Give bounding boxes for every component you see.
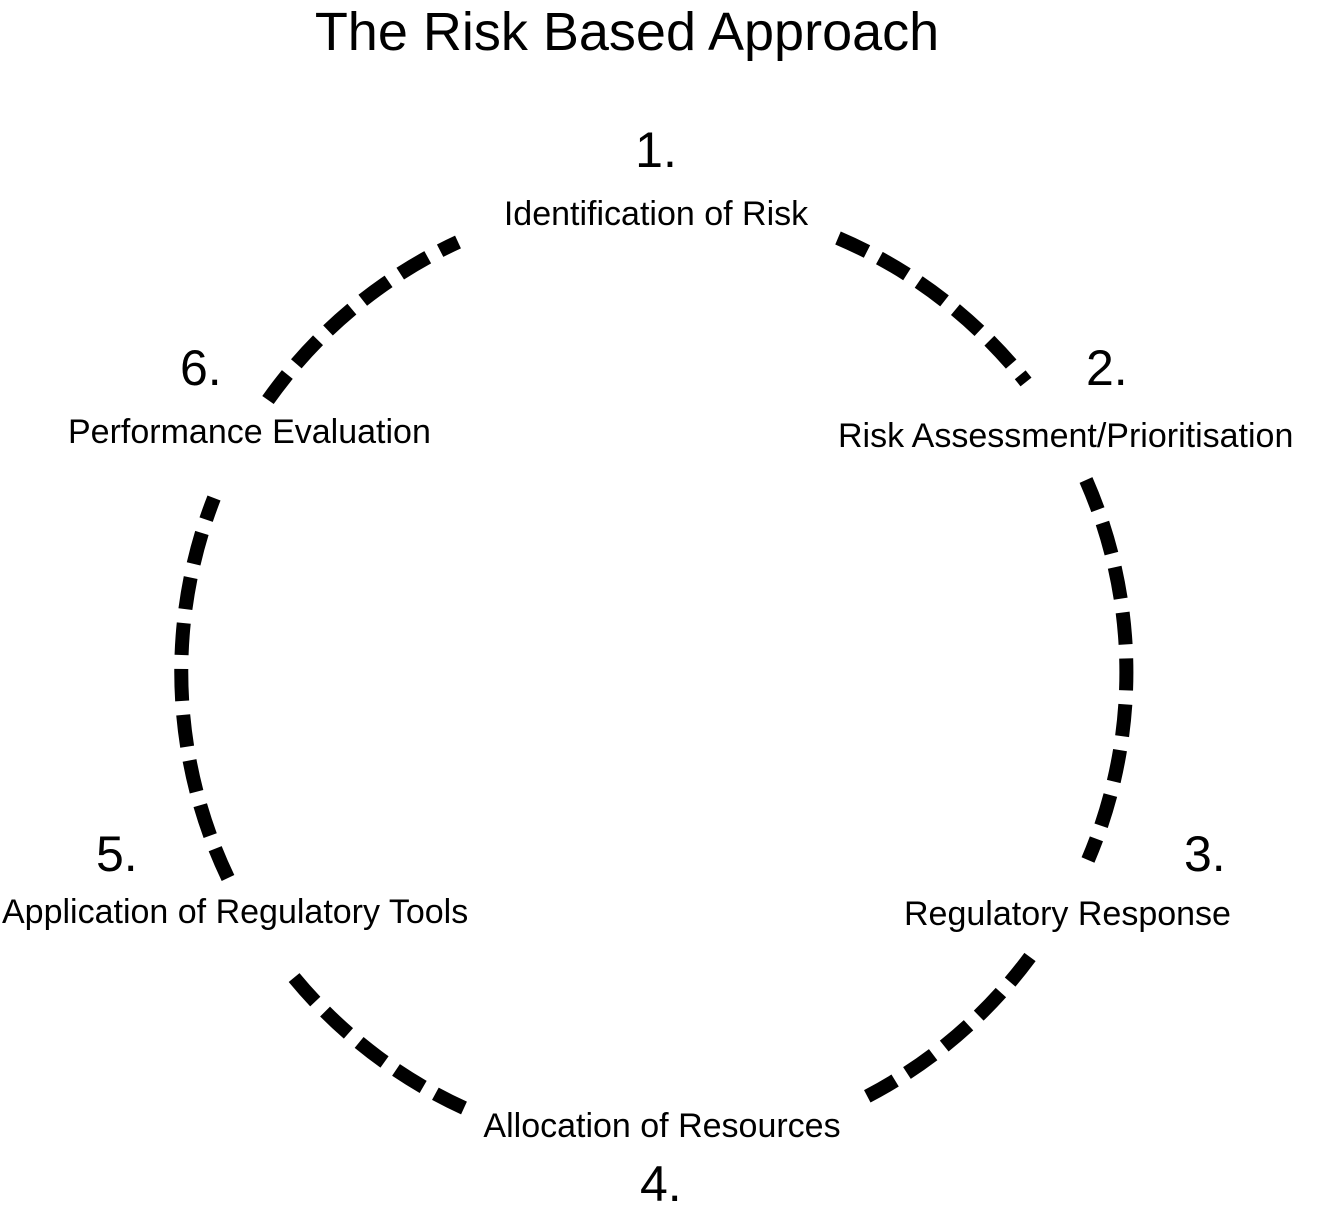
- step-number: 1.: [635, 122, 677, 178]
- arc-assessment-to-response: [1079, 477, 1134, 863]
- step-label: Application of Regulatory Tools: [2, 893, 469, 931]
- step-performance-evaluation: 6. Performance Evaluation: [60, 340, 480, 452]
- step-risk-assessment: 2. Risk Assessment/Prioritisation: [838, 340, 1318, 456]
- arc-allocation-to-tools: [282, 965, 467, 1115]
- step-number: 5.: [96, 826, 138, 882]
- step-label: Performance Evaluation: [68, 413, 431, 451]
- step-label: Regulatory Response: [904, 895, 1231, 933]
- step-number: 3.: [1184, 826, 1226, 882]
- step-number: 4.: [640, 1156, 682, 1212]
- step-number: 6.: [180, 340, 222, 396]
- step-identification: 1. Identification of Risk: [456, 122, 856, 234]
- step-regulatory-tools: 5. Application of Regulatory Tools: [0, 826, 520, 932]
- arc-response-to-allocation: [860, 952, 1036, 1105]
- step-number: 2.: [1086, 340, 1128, 396]
- step-label: Identification of Risk: [503, 195, 809, 233]
- arc-identification-to-assessment: [835, 231, 1032, 387]
- step-label: Risk Assessment/Prioritisation: [838, 417, 1294, 455]
- step-label: Allocation of Resources: [483, 1107, 841, 1145]
- step-regulatory-response: 3. Regulatory Response: [896, 826, 1326, 934]
- arc-tools-to-evaluation: [174, 495, 235, 882]
- step-allocation: Allocation of Resources 4.: [462, 1106, 862, 1212]
- diagram-title: The Risk Based Approach: [314, 2, 940, 62]
- arc-evaluation-to-identification: [262, 235, 461, 405]
